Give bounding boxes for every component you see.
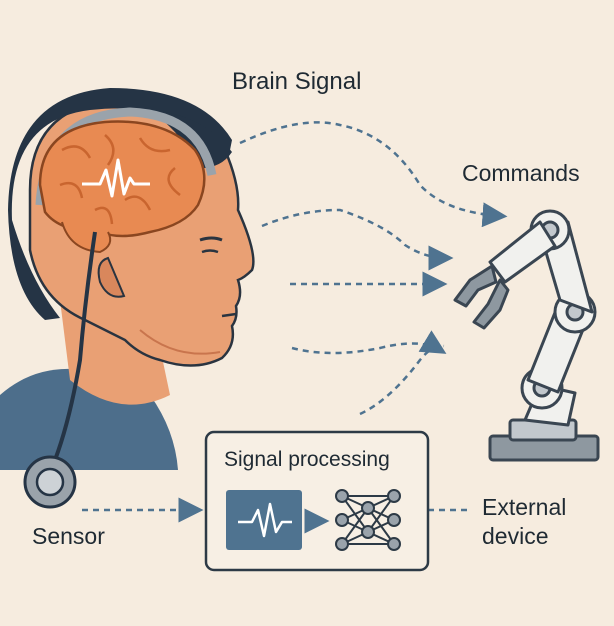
sensor-cable: [53, 231, 97, 461]
neural-network-icon: [335, 489, 401, 551]
sensor-label: Sensor: [32, 523, 105, 549]
signal-arrows: [239, 121, 508, 416]
commands-label: Commands: [462, 160, 580, 186]
brain-icon: [38, 120, 206, 254]
robot-arm-icon: [453, 209, 600, 462]
arrow-2: [261, 208, 454, 271]
brain-waveform-icon: [82, 158, 150, 198]
brain-signal-label: Brain Signal: [232, 68, 362, 95]
external-device-line-2: device: [482, 523, 549, 549]
arrow-5: [359, 344, 445, 416]
waveform-icon: [226, 490, 302, 550]
external-device-line-1: External: [482, 494, 567, 520]
arrow-4: [291, 330, 447, 355]
external-device-label: External device: [482, 493, 566, 551]
sensor-icon: [23, 455, 77, 509]
signal-processing-label: Signal processing: [224, 448, 390, 471]
arrow-1: [239, 121, 508, 228]
